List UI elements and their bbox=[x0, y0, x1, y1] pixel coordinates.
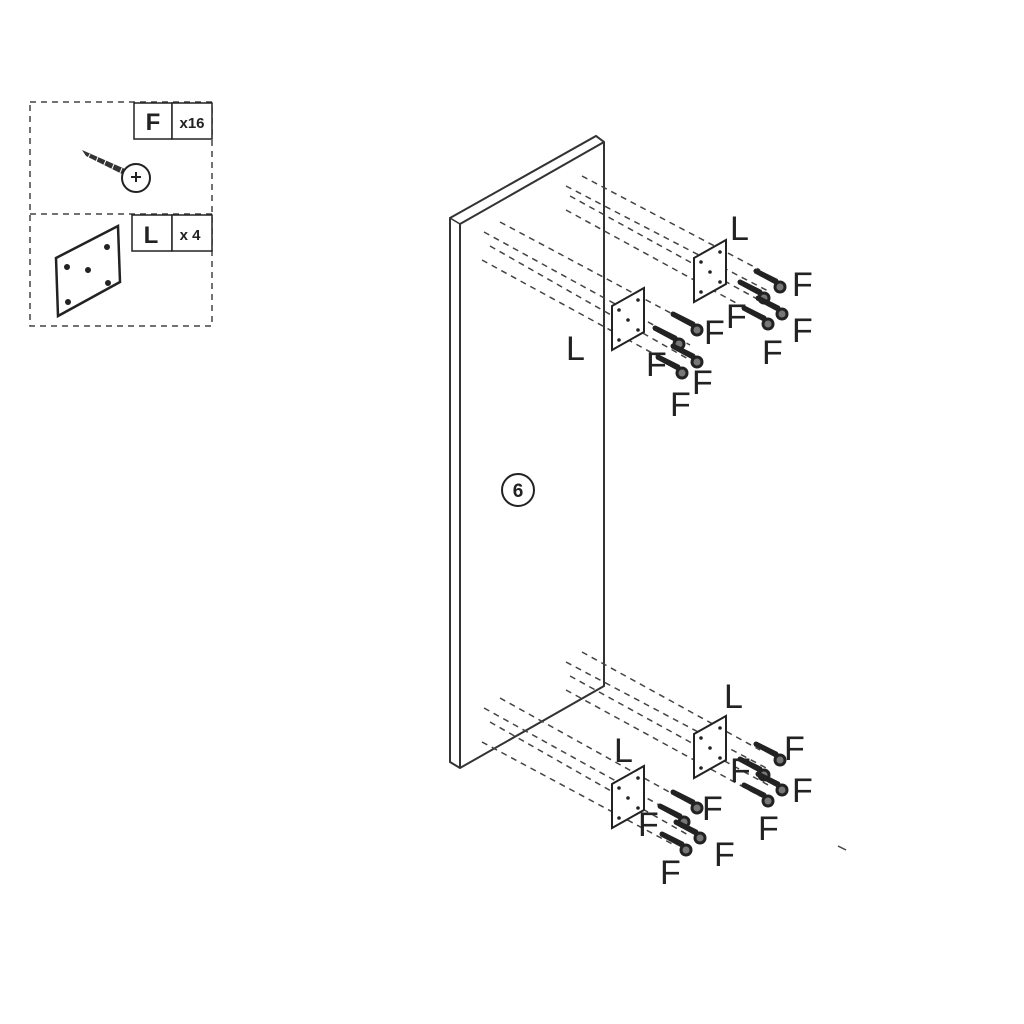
legend-quantity-L: x 4 bbox=[180, 227, 202, 244]
plate-top-back bbox=[693, 239, 727, 303]
label-plate: L bbox=[566, 330, 585, 368]
panel-number: 6 bbox=[513, 481, 524, 502]
legend-letter-F: F bbox=[146, 109, 161, 136]
stray-mark bbox=[837, 845, 847, 851]
label-plate: L bbox=[614, 732, 633, 770]
panel-number-badge bbox=[501, 473, 535, 507]
label-screw: F bbox=[762, 334, 783, 372]
label-screw: F bbox=[660, 854, 681, 892]
label-plate: L bbox=[730, 210, 749, 248]
label-screw: F bbox=[702, 790, 723, 828]
label-screw: F bbox=[792, 772, 813, 810]
label-screw: F bbox=[646, 346, 667, 384]
label-plate: L bbox=[724, 678, 743, 716]
parts-legend: F x16 L x 4 bbox=[29, 101, 213, 327]
label-screw: F bbox=[704, 314, 725, 352]
mounting-plate-icon bbox=[54, 223, 122, 319]
plate-top-front bbox=[611, 287, 645, 351]
guide-lines bbox=[481, 175, 771, 847]
label-screw: F bbox=[792, 312, 813, 350]
legend-quantity-F: x16 bbox=[179, 115, 204, 132]
label-screw: F bbox=[730, 752, 751, 790]
legend-letter-L: L bbox=[144, 222, 159, 249]
part-labels: L L L L F F F F F F F F F F F F F F F F bbox=[566, 210, 813, 892]
plate-bottom-back bbox=[693, 715, 727, 779]
label-screw: F bbox=[784, 730, 805, 768]
label-screw: F bbox=[692, 364, 713, 402]
legend-item-screw: F x16 bbox=[82, 102, 213, 193]
panel-6: 6 bbox=[449, 134, 605, 770]
label-screw: F bbox=[726, 298, 747, 336]
label-screw: F bbox=[758, 810, 779, 848]
label-screw: F bbox=[792, 266, 813, 304]
legend-item-plate: L x 4 bbox=[54, 214, 213, 319]
label-screw: F bbox=[638, 806, 659, 844]
label-screw: F bbox=[714, 836, 735, 874]
label-screw: F bbox=[670, 386, 691, 424]
screw-icon bbox=[82, 150, 151, 193]
